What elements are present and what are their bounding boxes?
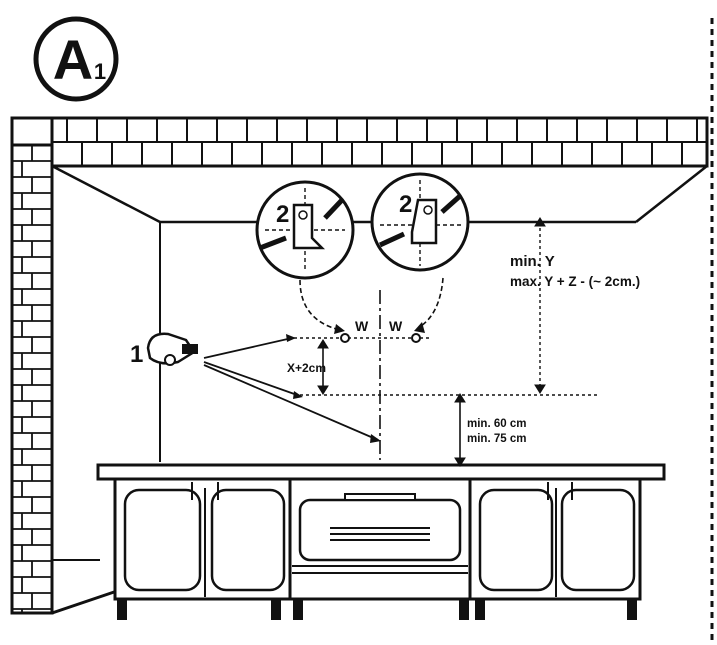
step-2-label-left: 2 — [276, 201, 289, 228]
side-wall-bricks — [10, 143, 54, 615]
badge-subscript: 1 — [94, 59, 106, 84]
leader-arrows — [299, 277, 444, 331]
height-min-label: min. Y — [510, 253, 555, 270]
step-1-label: 1 — [130, 341, 143, 368]
leader-arrowheads — [334, 322, 425, 334]
drill-holes — [340, 333, 421, 343]
badge-letter: A — [53, 28, 93, 91]
dimension-arrows — [317, 217, 546, 467]
reference-lines — [288, 222, 598, 462]
tape-measure-icon — [146, 332, 381, 443]
spacing-w-right: W — [389, 318, 403, 334]
bracket-detail-left — [255, 180, 355, 280]
kitchen-counter — [96, 463, 666, 620]
step-badge: A 1 — [33, 16, 119, 102]
counter-min-75-label: min. 75 cm — [467, 433, 526, 445]
step-2-label-right: 2 — [399, 191, 412, 218]
bracket-detail-right — [370, 172, 470, 272]
offset-label: X+2cm — [287, 361, 326, 375]
counter-min-60-label: min. 60 cm — [467, 418, 526, 430]
room-perspective — [50, 164, 708, 613]
spacing-w-left: W — [355, 318, 369, 334]
height-max-label: max. Y + Z - (~ 2cm.) — [510, 274, 640, 289]
ceiling-bricks — [50, 116, 709, 168]
